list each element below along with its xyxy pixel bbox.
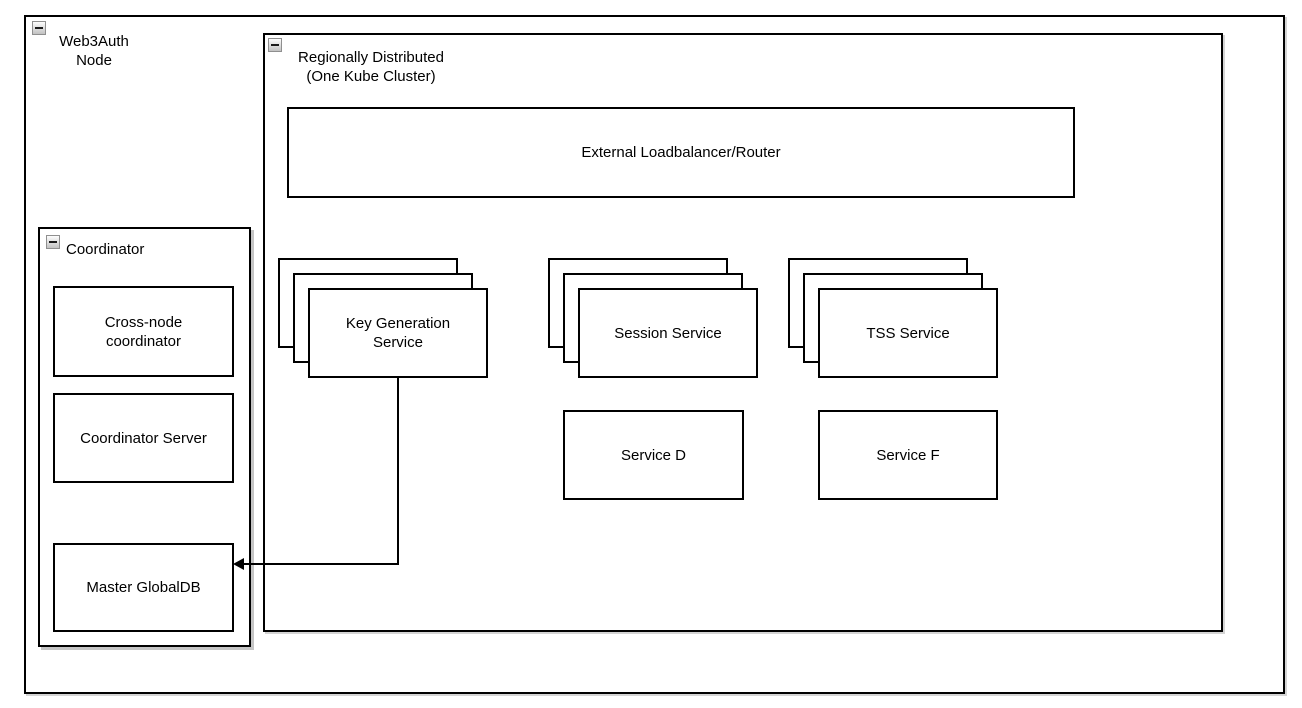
node-master-globaldb-label: Master GlobalDB [86, 579, 201, 596]
minus-icon [49, 241, 57, 243]
node-master-globaldb[interactable]: Master GlobalDB [53, 543, 234, 632]
node-tss-service-stack[interactable]: TSS Service [788, 258, 999, 379]
node-external-loadbalancer[interactable]: External Loadbalancer/Router [287, 107, 1075, 198]
node-key-generation-service[interactable]: Key Generation Service [308, 288, 488, 378]
node-tss-service[interactable]: TSS Service [818, 288, 998, 378]
node-key-generation-service-label: Key Generation Service [345, 315, 451, 351]
container-coordinator-label: Coordinator [66, 241, 145, 258]
node-coordinator-server-label: Coordinator Server [80, 429, 207, 447]
node-tss-service-label: TSS Service [866, 324, 950, 342]
node-cross-node-coordinator[interactable]: Cross-node coordinator [53, 286, 234, 377]
node-service-f[interactable]: Service F [818, 410, 998, 500]
node-service-f-label: Service F [876, 446, 940, 464]
node-key-generation-service-stack[interactable]: Key Generation Service [278, 258, 489, 379]
node-coordinator-server[interactable]: Coordinator Server [53, 393, 234, 483]
node-cross-node-coordinator-label: Cross-node coordinator [104, 313, 183, 350]
container-web3auth-node-label: Web3Auth Node [59, 33, 129, 69]
edge-segment-vertical [397, 377, 399, 565]
minus-icon [35, 27, 43, 29]
node-session-service-stack[interactable]: Session Service [548, 258, 759, 379]
collapse-minus-icon[interactable] [46, 235, 60, 249]
node-service-d-label: Service D [620, 446, 687, 464]
node-external-loadbalancer-label: External Loadbalancer/Router [581, 144, 781, 161]
collapse-minus-icon[interactable] [32, 21, 46, 35]
node-session-service-label: Session Service [614, 324, 722, 342]
edge-segment-horizontal [243, 563, 399, 565]
arrowhead-left-icon [233, 558, 244, 570]
node-session-service[interactable]: Session Service [578, 288, 758, 378]
node-service-d[interactable]: Service D [563, 410, 744, 500]
collapse-minus-icon[interactable] [268, 38, 282, 52]
container-regionally-distributed-label: Regionally Distributed (One Kube Cluster… [298, 49, 444, 85]
minus-icon [271, 44, 279, 46]
